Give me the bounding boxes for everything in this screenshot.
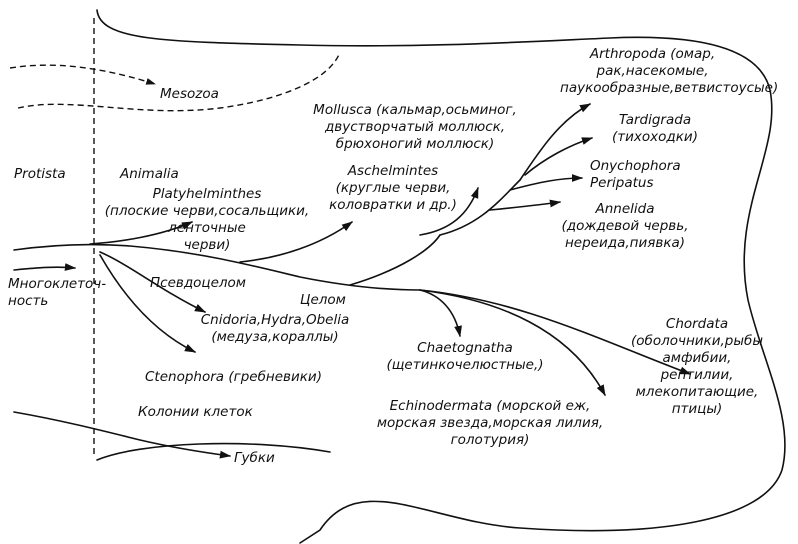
label-annelida: Annelida (дождевой червь, нереида,пиявка… [561, 201, 689, 251]
branch-fan-stem [439, 179, 521, 236]
label-echinodermata: Echinodermata (морской еж, морская звезд… [376, 398, 604, 448]
label-mollusca: Mollusca (кальмар,осьминог, двустворчаты… [313, 102, 517, 152]
label-platyhelminthes: Platyhelminthes (плоские черви,сосальщик… [104, 186, 310, 253]
mesozoa-curve [17, 51, 341, 112]
branch-platyhelminthes [89, 221, 194, 245]
branch-chordata [419, 289, 692, 375]
branch-chaetognatha [419, 289, 462, 338]
mesozoa-arrow [9, 64, 156, 85]
branch-ctenophora [99, 254, 197, 353]
branch-arthropoda [519, 103, 591, 181]
label-aschelmintes: Aschelmintes (круглые черви, коловратки … [329, 163, 457, 213]
label-chaetognatha: Chaetognatha (щетинкочелюстные,) [386, 340, 544, 373]
label-kolonii: Колонии клеток [138, 404, 253, 420]
branch-aschelmintes [239, 221, 353, 263]
branch-gubki [13, 411, 232, 459]
label-cnidaria: Cnidoria,Hydra,Obelia (медуза,кораллы) [200, 312, 350, 345]
boundary-outline [96, 9, 786, 544]
branch-tardigrada [524, 137, 594, 176]
branch-onychophora [509, 174, 584, 191]
boundary-bottom [96, 442, 331, 461]
label-arthropoda: Arthropoda (омар, рак,насекомые, паукооб… [560, 46, 779, 96]
label-chordata: Chordata (оболочники,рыбы амфибии, репти… [630, 316, 763, 417]
mnogokletochnost-arrow [13, 263, 77, 271]
label-animalia: Animalia [120, 166, 179, 182]
label-ctenophora: Ctenophora (гребневики) [145, 369, 322, 385]
label-pseudocoelom: Псевдоцелом [150, 275, 246, 291]
label-onychophora: Onychophora Peripatus [590, 158, 681, 191]
main-stem [13, 243, 421, 291]
label-mesozoa: Mesozoa [160, 86, 219, 102]
branch-mollusca [419, 186, 479, 236]
label-tardigrada: Tardigrada (тихоходки) [612, 112, 698, 145]
branch-echinodermata [419, 289, 606, 396]
branch-pseudocoelom [99, 251, 207, 313]
branch-upper [349, 234, 441, 286]
label-protista: Protista [14, 166, 66, 182]
label-mnogokletochnost: Многоклеточ- ность [8, 276, 107, 309]
label-gubki: Губки [234, 450, 275, 466]
label-coelom: Целом [300, 292, 346, 308]
branch-annelida [489, 199, 562, 211]
